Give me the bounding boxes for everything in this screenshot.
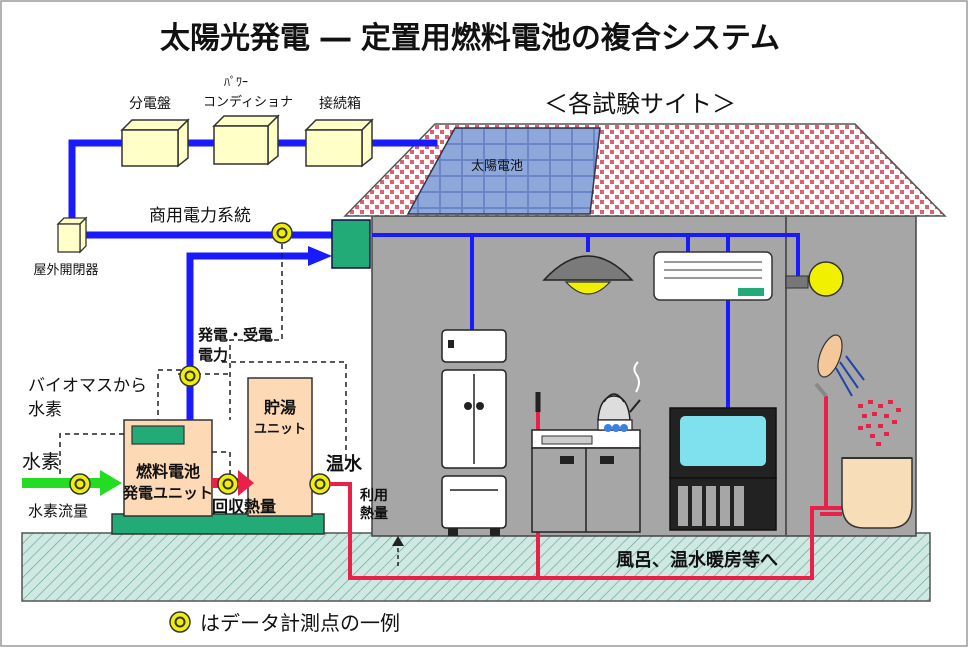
recovered-heat-label: 回収熱量 (212, 497, 276, 516)
storage-unit (247, 377, 313, 517)
power-gen-label-1: 発電・受電 (197, 326, 273, 344)
distribution-board-label: 分電盤 (129, 96, 171, 112)
fuel-cell-label-1: 燃料電池 (136, 462, 200, 481)
refrigerator (441, 329, 507, 536)
biomass-label-2: 水素 (28, 400, 62, 420)
power-arrow (308, 246, 332, 266)
steam-drops (858, 400, 901, 446)
site-label: ＜各試験サイト＞ (544, 90, 736, 118)
solar-panel (406, 127, 601, 215)
measure-point-hot-water (309, 473, 331, 495)
television (669, 407, 777, 531)
data-signal-lines (59, 244, 347, 480)
solar-cell-label: 太陽電池 (471, 159, 523, 174)
used-heat-label-2: 熱量 (360, 505, 388, 522)
power-conditioner-label-1: ﾊﾟﾜｰ (224, 75, 248, 89)
hydrogen-arrow (22, 470, 122, 496)
hydrogen-flow-label: 水素流量 (28, 502, 88, 520)
measure-point-recovered-heat (217, 473, 239, 495)
legend-marker (169, 611, 191, 633)
ground (21, 532, 931, 602)
hot-water-label: 温水 (326, 453, 363, 475)
measure-point-grid (271, 222, 293, 244)
biomass-label-1: バイオマスから (28, 376, 147, 396)
wall-light-bracket (785, 275, 809, 289)
fuel-cell-panel (131, 425, 185, 445)
air-conditioner (653, 251, 773, 301)
unit-base (111, 513, 325, 535)
junction-box (304, 118, 374, 168)
meter-box (331, 219, 371, 269)
storage-label-1: 貯湯 (264, 398, 296, 417)
legend-text: はデータ計測点の一例 (200, 611, 400, 635)
storage-label-2: ユニット (254, 422, 306, 437)
outdoor-switch-label: 屋外開閉器 (33, 263, 98, 278)
ceiling-lamp (542, 255, 634, 295)
used-heat-label-1: 利用 (360, 487, 388, 504)
kitchen-counter (531, 429, 641, 533)
power-conditioner (212, 114, 280, 166)
grid-label: 商用電力系統 (149, 206, 251, 226)
power-gen-label-2: 電力 (198, 346, 228, 364)
outdoor-switch (56, 216, 88, 254)
page-title: 太陽光発電 ― 定置用燃料電池の複合システム (160, 21, 780, 56)
heat-up-arrow (392, 536, 404, 566)
hydrogen-label: 水素 (22, 451, 60, 473)
power-conditioner-label-2: コンディショナ (203, 94, 293, 110)
measure-point-power (179, 365, 201, 387)
wall-light (808, 261, 844, 297)
kettle (597, 361, 641, 432)
bathtub (841, 457, 913, 529)
distribution-board (120, 118, 190, 168)
bath-heating-label: 風呂、温水暖房等へ (616, 549, 778, 571)
measure-point-hydrogen (69, 473, 91, 495)
fuel-cell-label-2: 発電ユニット (122, 484, 213, 502)
junction-box-label: 接続箱 (319, 95, 361, 112)
shower-head (814, 334, 865, 398)
